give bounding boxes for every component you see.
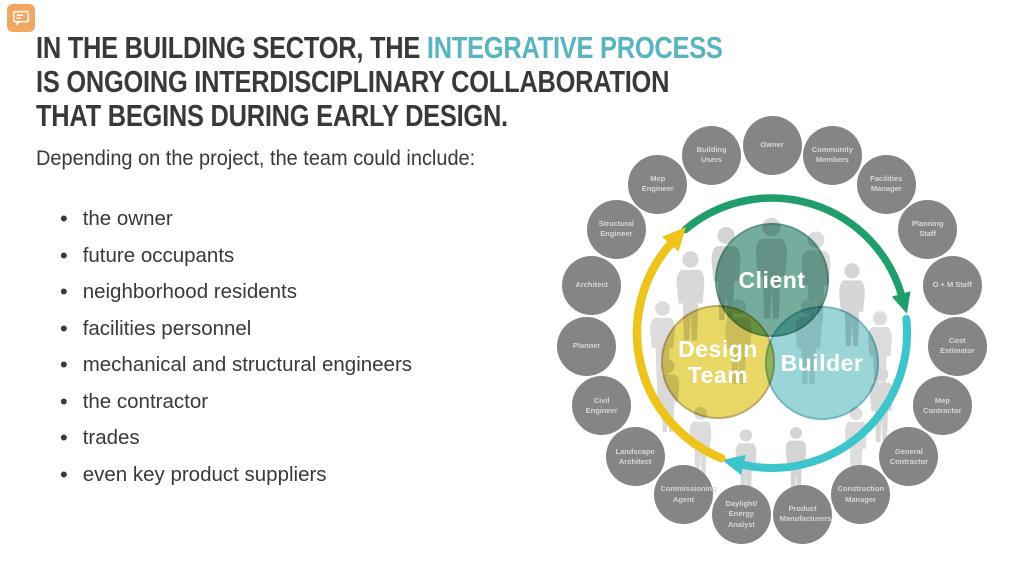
role-circle: Commissioning Agent — [653, 465, 717, 525]
role-label: Construction Manager — [837, 484, 885, 504]
role-circle: Building Users — [682, 125, 742, 185]
role-circle: O + M Staff — [922, 255, 982, 315]
venn-label-line: Design — [678, 336, 758, 362]
role-label: Landscape Architect — [615, 446, 655, 466]
role-label: O + M Staff — [932, 280, 972, 290]
bullet-item: future occupants — [60, 238, 412, 275]
bullet-item: neighborhood residents — [60, 274, 412, 311]
role-label: Cost Estimator — [940, 336, 975, 356]
role-circle: Architect — [562, 255, 622, 315]
role-label: Civil Engineer — [585, 395, 618, 415]
role-circle: Mep Contractor — [912, 376, 972, 436]
role-circle: Community Members — [802, 125, 862, 185]
role-label: Community Members — [811, 144, 854, 165]
role-circle: Construction Manager — [831, 465, 891, 525]
role-circle: Product Manufacturers — [773, 484, 833, 544]
bullet-list: the ownerfuture occupantsneighborhood re… — [60, 201, 412, 493]
headline-line-1: IN THE BUILDING SECTOR, THE INTEGRATIVE … — [36, 31, 723, 65]
headline-line-3: THAT BEGINS DURING EARLY DESIGN. — [36, 98, 508, 133]
role-circle: Civil Engineer — [572, 376, 632, 436]
role-label: Mep Contractor — [923, 395, 962, 415]
role-label: Facilities Manager — [870, 174, 903, 194]
role-circle: Daylight/ Energy Analyst — [711, 484, 771, 544]
role-circle: Cost Estimator — [927, 316, 987, 376]
role-circle: Planning Staff — [898, 199, 958, 259]
role-circle: Structural Engineer — [586, 199, 646, 259]
role-label: General Contractor — [889, 446, 929, 466]
bullet-item: mechanical and structural engineers — [60, 347, 412, 384]
role-circle: Facilities Manager — [856, 154, 916, 214]
role-label: Structural Engineer — [598, 219, 634, 239]
role-label: Planner — [572, 341, 601, 351]
bullet-item: the owner — [60, 201, 412, 238]
headline-text: IN THE BUILDING SECTOR, THE — [36, 30, 427, 65]
venn-label-builder: Builder — [781, 350, 864, 376]
role-label: Commissioning Agent — [660, 484, 717, 504]
role-circle: General Contractor — [879, 427, 939, 487]
role-label: Architect — [575, 280, 608, 290]
venn-label-line: Team — [687, 362, 749, 388]
role-label: Building Users — [696, 144, 727, 165]
role-circle: Owner — [742, 115, 802, 175]
role-label: Planning Staff — [911, 219, 944, 239]
venn-label-client: Client — [739, 267, 806, 293]
role-circle: Mep Engineer — [628, 154, 688, 214]
bullet-item: facilities personnel — [60, 311, 412, 348]
headline-highlight: INTEGRATIVE PROCESS — [426, 30, 723, 65]
bullet-item: the contractor — [60, 384, 412, 421]
bullet-item: trades — [60, 420, 412, 457]
role-label: Product Manufacturers — [779, 504, 832, 524]
intro-line: Depending on the project, the team could… — [36, 147, 476, 170]
venn-label-line: Builder — [780, 350, 864, 376]
role-label: Mep Engineer — [641, 174, 674, 194]
headline: IN THE BUILDING SECTOR, THE INTEGRATIVE … — [36, 31, 723, 133]
chat-bubble-glyph — [12, 10, 30, 26]
role-label: Daylight/ Energy Analyst — [725, 499, 758, 529]
chat-bubble-icon — [7, 4, 35, 32]
bullet-item: even key product suppliers — [60, 457, 412, 494]
role-circle: Planner — [557, 316, 617, 376]
role-label: Owner — [760, 139, 784, 149]
role-circle: Landscape Architect — [605, 427, 665, 487]
venn-label-line: Client — [738, 267, 806, 293]
headline-line-2: IS ONGOING INTERDISCIPLINARY COLLABORATI… — [36, 64, 670, 99]
